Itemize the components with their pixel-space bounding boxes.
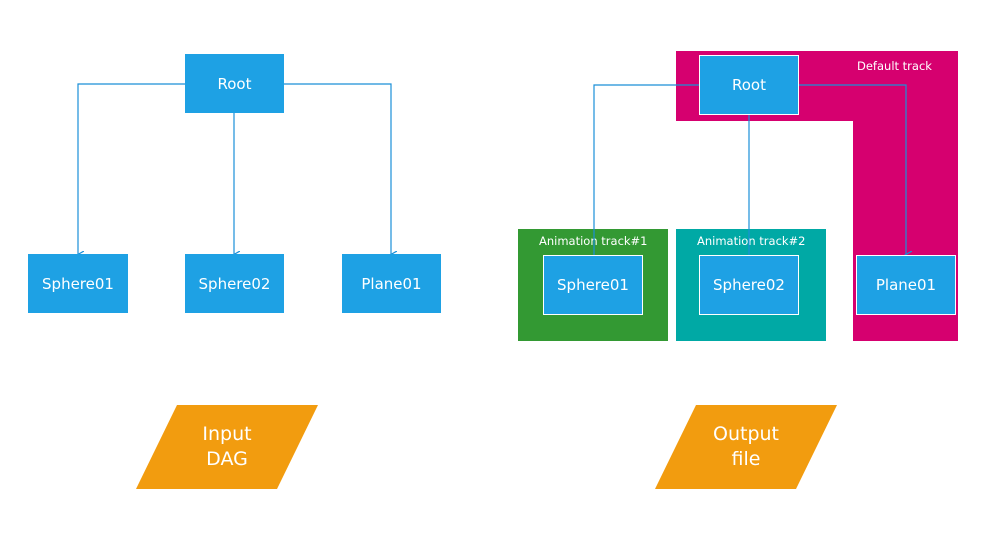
input-dag-label: Input DAG bbox=[167, 422, 287, 472]
output-file-label: Output file bbox=[686, 422, 806, 472]
output-file-label-line2: file bbox=[731, 448, 761, 470]
output-sphere01-node: Sphere01 bbox=[543, 255, 643, 315]
input-dag-label-line2: DAG bbox=[206, 448, 248, 470]
animation-track-1-label: Animation track#1 bbox=[539, 234, 648, 248]
animation-track-2-label: Animation track#2 bbox=[697, 234, 806, 248]
output-file-label-line1: Output bbox=[713, 423, 779, 445]
input-sphere01-node: Sphere01 bbox=[28, 254, 128, 313]
input-sphere02-node: Sphere02 bbox=[185, 254, 284, 313]
input-plane01-node: Plane01 bbox=[342, 254, 441, 313]
output-root-node: Root bbox=[699, 55, 799, 115]
input-dag-label-line1: Input bbox=[202, 423, 252, 445]
output-plane01-node: Plane01 bbox=[856, 255, 956, 315]
default-track-label: Default track bbox=[857, 59, 932, 73]
input-edge-root-sphere01 bbox=[78, 83, 185, 255]
input-edge-root-plane01 bbox=[284, 83, 391, 255]
input-root-node: Root bbox=[185, 54, 284, 113]
output-sphere02-node: Sphere02 bbox=[699, 255, 799, 315]
